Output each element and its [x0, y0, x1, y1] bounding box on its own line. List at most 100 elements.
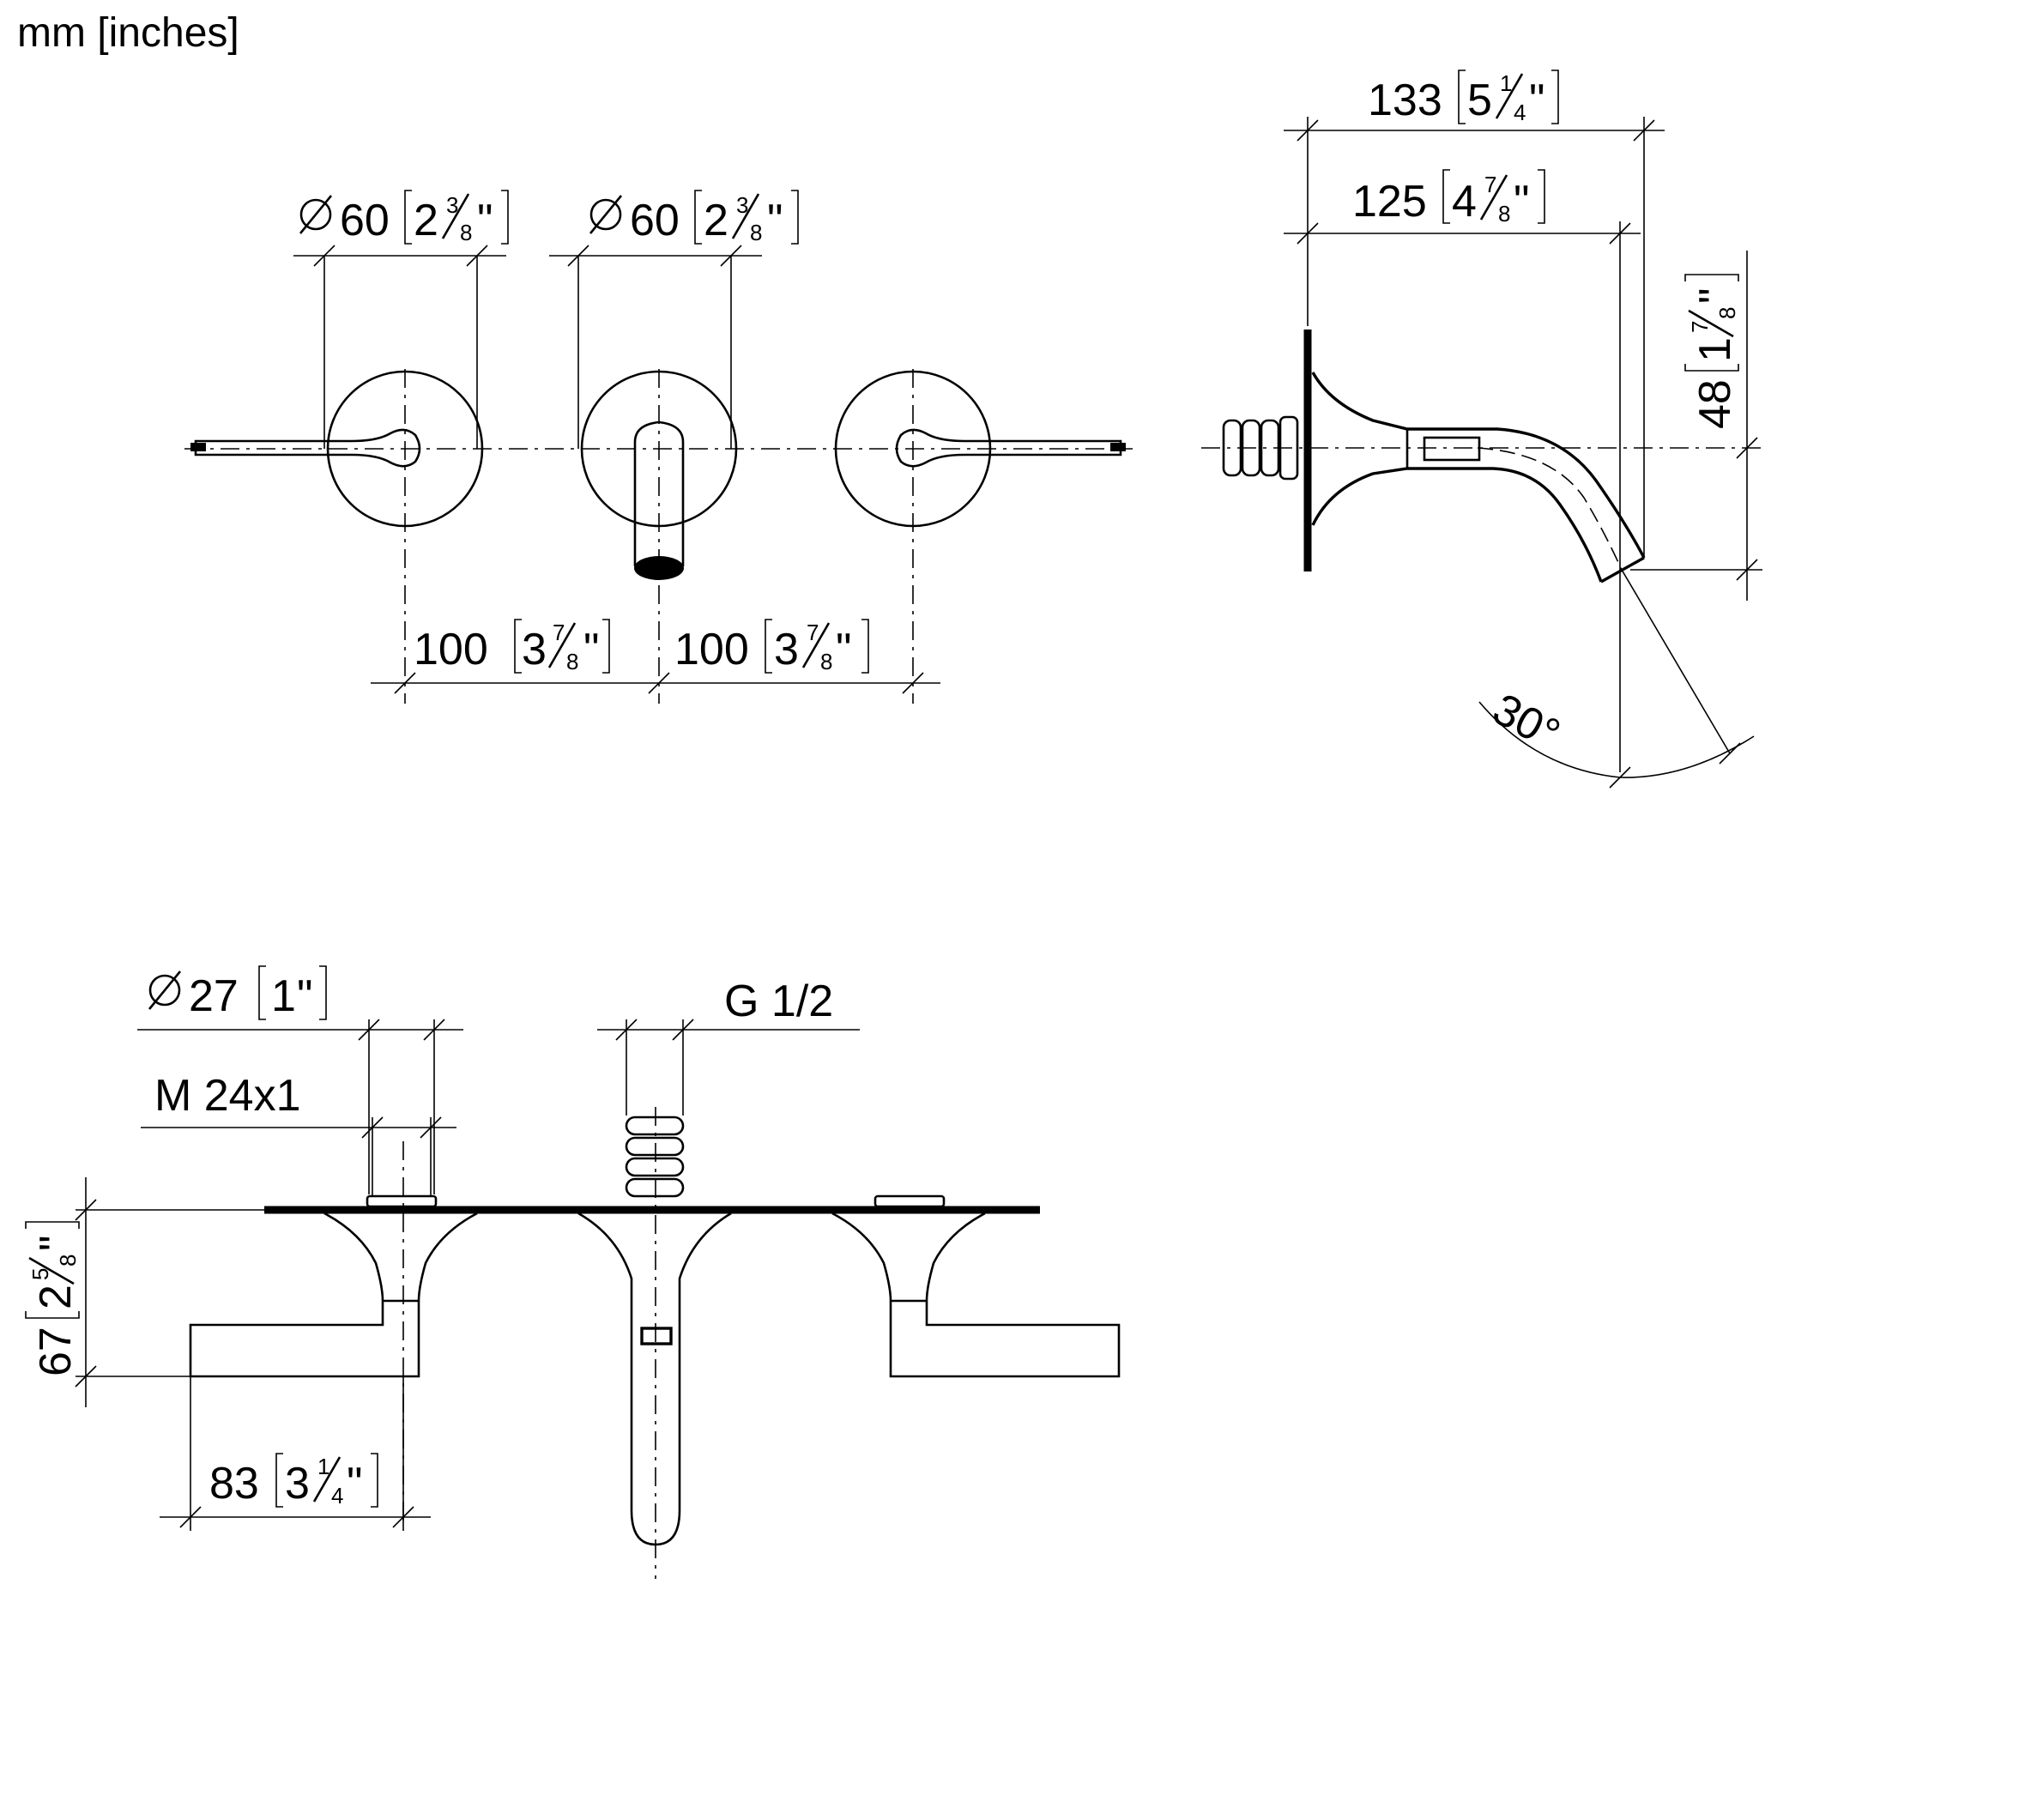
- inch-mark: ": [347, 1459, 362, 1509]
- bracket-open: [1458, 70, 1466, 124]
- thread-ring: [625, 1116, 685, 1136]
- fraction-bar: [1495, 73, 1524, 119]
- bracket-close: [25, 1221, 80, 1229]
- dim-inch-num: 1: [317, 1454, 329, 1479]
- valve-cap: [366, 1194, 438, 1208]
- dim-inch-den: 8: [1498, 201, 1510, 227]
- tick-mark: [420, 1116, 442, 1139]
- bracket-open: [694, 190, 702, 245]
- dim-inch-whole: 2: [414, 196, 438, 245]
- left-lever: [194, 428, 421, 468]
- units-label: mm [inches]: [17, 10, 239, 56]
- thread-label: G 1/2: [724, 977, 833, 1026]
- tick-mark: [179, 1506, 202, 1528]
- fraction-bar: [801, 622, 831, 668]
- thread-ring: [625, 1157, 685, 1177]
- tick-mark: [358, 1019, 380, 1041]
- dim-mm: 83: [209, 1459, 259, 1509]
- spout-outlet-edge: [1600, 556, 1645, 583]
- fraction-bar: [312, 1456, 342, 1503]
- thread-ring: [1278, 415, 1299, 481]
- tick-mark: [1297, 222, 1319, 245]
- bracket-close: [319, 965, 327, 1020]
- dim-inch-num: 7: [1687, 321, 1713, 333]
- tick-mark: [1609, 766, 1631, 789]
- inch-mark: ": [767, 196, 783, 245]
- thread-ring: [1222, 419, 1242, 477]
- tick-mark: [902, 672, 924, 694]
- bracket-close: [371, 1453, 378, 1508]
- bracket-open: [1684, 364, 1739, 372]
- tick-mark: [361, 1116, 384, 1139]
- tick-mark: [392, 1506, 414, 1528]
- inch-mark: ": [836, 625, 851, 674]
- spacing-left-inch-num: 7: [553, 620, 565, 645]
- height-label: 48 1 7 8 ": [1684, 274, 1740, 429]
- fraction-bar: [441, 193, 470, 239]
- right-valve-handle: [834, 370, 1126, 528]
- thread-label: M 24x1: [154, 1071, 301, 1121]
- spacing-right-inch-whole: 3: [774, 625, 799, 674]
- valve-cap: [873, 1194, 946, 1208]
- dimension-diameter-middle: 60 2 3 8 ": [549, 190, 799, 449]
- inch-mark: ": [31, 1236, 81, 1251]
- dim-inch-whole: 1: [1690, 337, 1740, 362]
- tick-mark: [567, 245, 589, 267]
- dimension-thread-m24: M 24x1: [141, 1071, 456, 1196]
- right-lever: [895, 428, 1122, 468]
- inch-mark: ": [583, 625, 599, 674]
- bracket-close: [861, 619, 869, 674]
- dimension-diameter-27: 27 1 ": [137, 965, 463, 1194]
- tick-mark: [648, 672, 670, 694]
- bracket-open: [404, 190, 412, 245]
- tick-mark: [615, 1019, 638, 1041]
- dim-inch-whole: 2: [31, 1285, 81, 1309]
- dim-mm: 48: [1690, 379, 1740, 429]
- left-valve-handle: [190, 370, 484, 528]
- bracket-open: [275, 1453, 283, 1508]
- diameter-symbol-slash: [148, 970, 182, 1010]
- dim-mm: 60: [340, 196, 390, 245]
- dim-mm: 67: [31, 1327, 81, 1376]
- thread-ring: [1241, 419, 1261, 477]
- tick-mark: [423, 1019, 445, 1041]
- tick-mark: [394, 672, 416, 694]
- inch-mark: ": [477, 196, 493, 245]
- dim-inch-whole: 3: [285, 1459, 310, 1509]
- dim-inch-num: 3: [446, 192, 458, 218]
- spacing-left-inch-whole: 3: [522, 625, 547, 674]
- tick-mark: [1736, 437, 1758, 459]
- dim-inch-whole: 2: [704, 196, 728, 245]
- diameter-symbol-slash: [299, 195, 333, 234]
- dim-inch-num: 7: [1484, 172, 1496, 197]
- bracket-close: [1684, 274, 1739, 281]
- spout-detail: [1423, 436, 1481, 462]
- tick-mark: [1297, 119, 1319, 142]
- right-valve-top: [831, 1194, 1121, 1378]
- spout-outlet-front: [634, 556, 684, 580]
- dim-mm: 60: [630, 196, 680, 245]
- tick-mark: [466, 245, 488, 267]
- inch-mark: ": [1514, 177, 1529, 227]
- dim-mm: 133: [1368, 76, 1442, 125]
- tick-mark: [720, 245, 742, 267]
- angle-value: 30°: [1484, 684, 1568, 759]
- right-rosette: [834, 370, 992, 528]
- spout-front: [580, 370, 738, 580]
- spout-centerline-curve: [1477, 447, 1623, 571]
- right-lever-tip: [1110, 443, 1126, 451]
- dimension-thread-g12: G 1/2: [597, 977, 860, 1116]
- fraction-bar: [731, 193, 760, 239]
- dimension-spout-height: 48 1 7 8 ": [1630, 251, 1762, 601]
- diameter-symbol: [589, 198, 622, 231]
- left-lever-top: [189, 1301, 420, 1378]
- tick-mark: [1736, 559, 1758, 581]
- fraction-bar: [28, 1256, 75, 1285]
- spout-lower-profile: [1311, 467, 1603, 583]
- side-view: 133 5 1 4 " 125 4 7 8 ": [1201, 70, 1768, 789]
- bracket-close: [1551, 70, 1559, 124]
- spout-body-front: [633, 420, 685, 566]
- tick-mark: [75, 1365, 97, 1388]
- middle-rosette: [580, 370, 738, 528]
- dim-mm: 125: [1352, 177, 1427, 227]
